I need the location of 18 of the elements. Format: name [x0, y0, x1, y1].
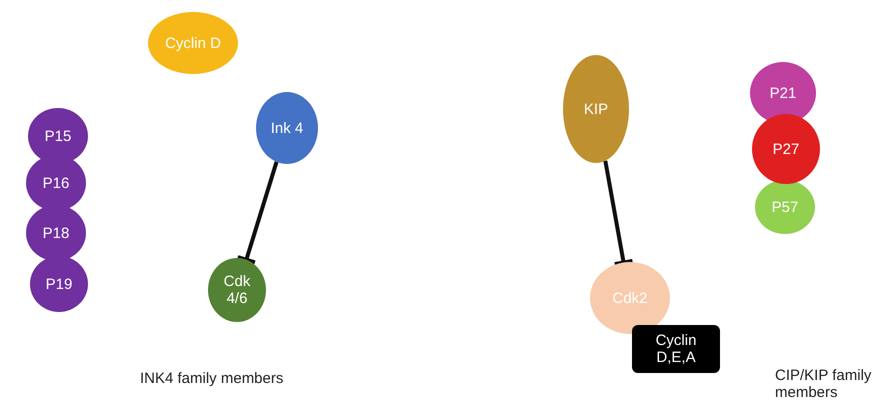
node-label: Ink 4 [270, 120, 304, 136]
node-label: Cyclin D,E,A [654, 332, 698, 366]
node-label: P27 [772, 140, 800, 158]
node-label: Cdk2 [611, 290, 649, 306]
node-label: KIP [582, 100, 610, 118]
node-label: P15 [44, 128, 72, 144]
caption-text: INK4 family members [140, 370, 284, 387]
inhibition-line [603, 160, 634, 266]
node-label: Cdk 4/6 [222, 273, 252, 307]
node-label: P16 [42, 174, 70, 192]
node-label: P19 [44, 276, 74, 292]
node-label: P21 [768, 84, 798, 102]
inhibition-line [236, 161, 278, 264]
caption-text: CIP/KIP family members [775, 367, 872, 401]
node-label: P57 [770, 198, 800, 216]
node-label: P18 [42, 224, 70, 242]
node-label: Cyclin D [164, 34, 222, 52]
protein-box [632, 325, 720, 373]
